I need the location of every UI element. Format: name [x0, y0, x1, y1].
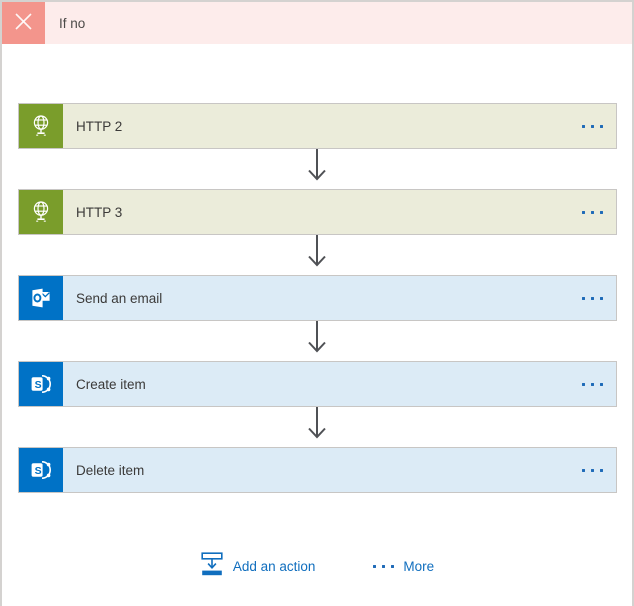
globe-icon — [19, 190, 63, 234]
close-branch-button[interactable] — [2, 2, 45, 44]
svg-text:S: S — [35, 465, 42, 477]
add-an-action-label: Add an action — [232, 559, 316, 574]
globe-icon — [19, 104, 63, 148]
flow-connector-arrow — [2, 235, 632, 275]
outlook-icon — [19, 276, 63, 320]
ellipsis-menu-button[interactable] — [569, 210, 616, 214]
action-card-send-an-email[interactable]: Send an email — [18, 275, 617, 321]
flow-connector-arrow — [2, 321, 632, 361]
svg-text:S: S — [35, 379, 42, 391]
action-card-title: HTTP 2 — [76, 118, 123, 134]
action-card-http-3[interactable]: HTTP 3 — [18, 189, 617, 235]
ellipsis-icon — [373, 565, 395, 568]
action-card-delete-item[interactable]: S Delete item — [18, 447, 617, 493]
action-card-title: HTTP 3 — [76, 204, 123, 220]
ellipsis-menu-button[interactable] — [569, 124, 616, 128]
flow-canvas: HTTP 2 HTTP 3 — [2, 44, 632, 581]
action-card-create-item[interactable]: S Create item — [18, 361, 617, 407]
ellipsis-menu-button[interactable] — [569, 382, 616, 386]
close-icon — [12, 10, 35, 36]
branch-title: If no — [59, 15, 86, 31]
sharepoint-icon: S — [19, 362, 63, 406]
insert-action-icon — [200, 552, 224, 581]
action-card-title: Create item — [76, 376, 146, 392]
sharepoint-icon: S — [19, 448, 63, 492]
branch-header: If no — [2, 2, 632, 44]
ellipsis-menu-button[interactable] — [569, 468, 616, 472]
flow-connector-arrow — [2, 149, 632, 189]
more-button[interactable]: More — [373, 559, 434, 574]
action-card-title: Send an email — [76, 290, 163, 306]
flow-connector-arrow — [2, 407, 632, 447]
more-label: More — [403, 559, 435, 574]
add-an-action-button[interactable]: Add an action — [200, 552, 316, 581]
action-card-title: Delete item — [76, 462, 145, 478]
action-card-http-2[interactable]: HTTP 2 — [18, 103, 617, 149]
branch-footer: Add an action More — [2, 552, 632, 581]
ellipsis-menu-button[interactable] — [569, 296, 616, 300]
